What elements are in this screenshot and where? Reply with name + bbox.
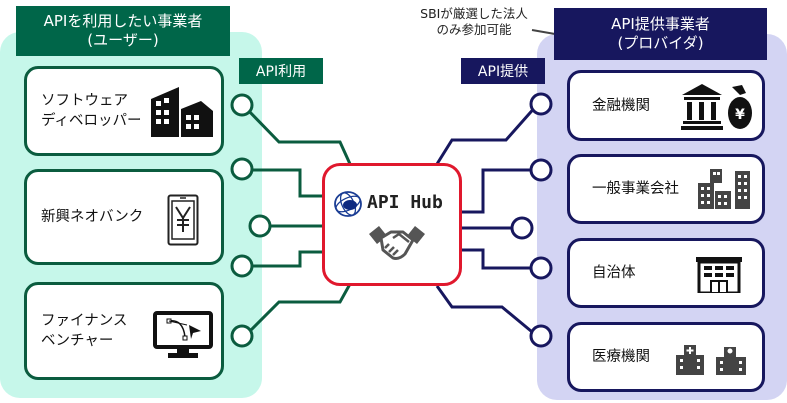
node-provider-5 xyxy=(529,324,553,348)
user-card-label-line2: ディベロッパー xyxy=(41,113,142,129)
connector-provider-4 xyxy=(460,248,537,270)
handshake-icon xyxy=(369,226,425,260)
connector-user-5 xyxy=(241,283,352,340)
provider-card-label: 自治体 xyxy=(592,265,636,281)
provider-card-financial-institution: 金融機関 ¥ xyxy=(567,70,765,141)
provider-card-municipality: 自治体 xyxy=(567,238,765,308)
smartphone-yen-icon xyxy=(167,194,199,246)
user-card-software-developer: ソフトウェア ディベロッパー xyxy=(24,66,224,156)
providers-header-line2: (プロバイダ) xyxy=(617,34,704,52)
selection-note: SBIが厳選した法人 のみ参加可能 xyxy=(400,6,548,38)
selection-note-line2: のみ参加可能 xyxy=(436,22,512,37)
node-user-1 xyxy=(230,93,254,117)
user-card-label-line2: ベンチャー xyxy=(41,333,114,349)
users-header-line2: (ユーザー) xyxy=(87,31,159,49)
hospital-icon xyxy=(676,345,746,375)
api-hub: API Hub xyxy=(322,163,462,286)
connector-provider-5 xyxy=(435,285,538,338)
node-user-2 xyxy=(230,157,254,181)
connector-provider-2 xyxy=(460,168,537,214)
sbi-globe-logo xyxy=(334,191,362,217)
provider-card-general-company: 一般事業会社 xyxy=(567,154,765,224)
note-pointer xyxy=(531,29,556,35)
provider-card-label: 金融機関 xyxy=(592,97,650,114)
connector-user-1 xyxy=(241,103,352,165)
selection-note-line1: SBIが厳選した法人 xyxy=(420,6,528,21)
node-provider-2 xyxy=(529,158,553,182)
providers-header-line1: API提供事業者 xyxy=(611,15,710,33)
node-provider-4 xyxy=(529,256,553,280)
user-card-neobank: 新興ネオバンク xyxy=(24,169,224,265)
provider-card-label: 一般事業会社 xyxy=(592,181,679,197)
providers-header: API提供事業者 (プロバイダ) xyxy=(554,8,767,60)
api-provision-tag: API提供 xyxy=(461,58,545,84)
users-header: APIを利用したい事業者 (ユーザー) xyxy=(16,6,230,56)
bank-moneybag-icon: ¥ xyxy=(681,84,752,130)
node-user-3 xyxy=(248,214,272,238)
node-user-5 xyxy=(230,324,254,348)
provider-card-medical-institution: 医療機関 xyxy=(567,322,765,392)
user-card-label-line1: ファイナンス xyxy=(41,313,128,329)
node-user-4 xyxy=(230,254,254,278)
users-header-line1: APIを利用したい事業者 xyxy=(43,12,203,30)
city-hall-icon xyxy=(696,257,742,293)
svg-text:¥: ¥ xyxy=(735,107,745,123)
user-card-label-line1: ソフトウェア xyxy=(41,93,128,109)
provider-card-label: 医療機関 xyxy=(592,349,650,365)
office-building-icon xyxy=(151,87,213,137)
monitor-design-icon xyxy=(153,311,213,358)
connector-user-4 xyxy=(243,250,324,268)
connector-user-2 xyxy=(243,168,324,198)
node-provider-1 xyxy=(529,92,553,116)
user-card-label-line1: 新興ネオバンク xyxy=(41,209,144,225)
connector-provider-1 xyxy=(435,104,539,165)
api-usage-tag: API利用 xyxy=(239,58,323,84)
node-provider-3 xyxy=(510,216,534,240)
user-card-finance-venture: ファイナンス ベンチャー xyxy=(24,282,224,380)
api-hub-title: API Hub xyxy=(367,192,443,213)
company-buildings-icon xyxy=(698,169,750,209)
